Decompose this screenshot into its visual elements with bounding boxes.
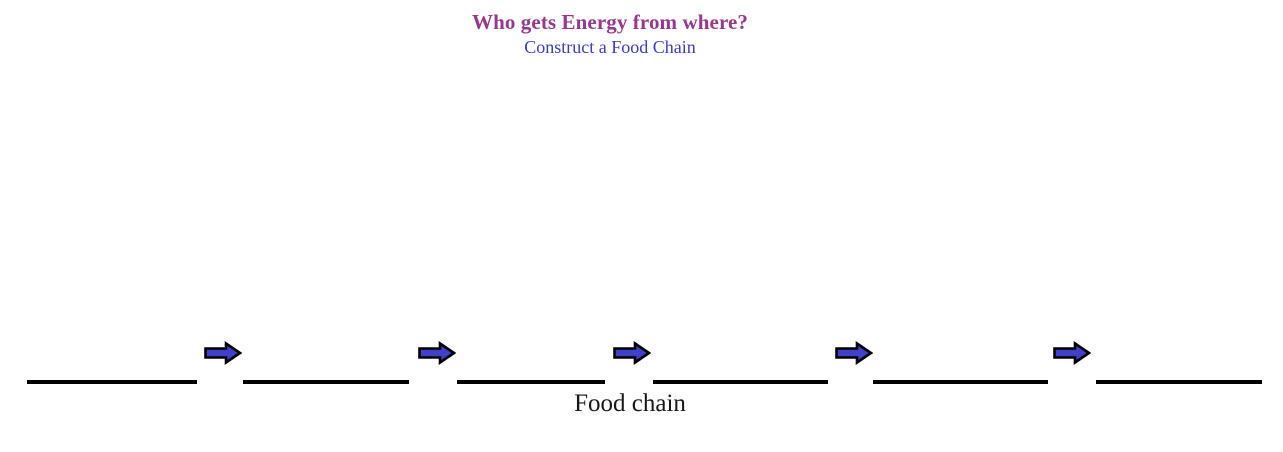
food-chain-diagram [0,332,1283,384]
page-subtitle: Construct a Food Chain [524,37,696,57]
arrow-right-icon [204,341,242,365]
caption-row: Food chain [0,388,1260,420]
food-chain-blank-3[interactable] [457,380,605,384]
arrow-right-icon [1053,341,1091,365]
food-chain-blank-5[interactable] [873,380,1048,384]
food-chain-blank-1[interactable] [27,380,197,384]
arrow-right-icon [613,341,651,365]
food-chain-caption: Food chain [574,390,686,417]
food-chain-blank-2[interactable] [243,380,409,384]
blank-work-area [0,66,1283,332]
heading-block: Who gets Energy from where? Construct a … [0,9,1220,59]
page-title: Who gets Energy from where? [471,10,749,34]
food-chain-blank-6[interactable] [1096,380,1262,384]
arrow-right-icon [418,341,456,365]
arrow-right-icon [835,341,873,365]
food-chain-blank-4[interactable] [653,380,828,384]
